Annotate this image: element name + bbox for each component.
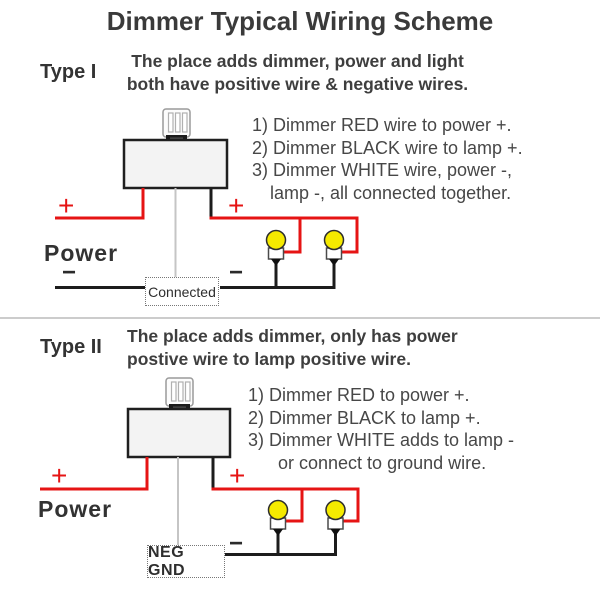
type2-step-3-cont: or connect to ground wire. [278,452,487,473]
type1-minus-lamp: − [229,259,244,286]
knob-slot-icon [184,381,191,402]
type1-power-label: Power [44,240,119,266]
type2-neg-gnd-box: NEG GND [147,543,225,579]
lamp1-tip-icon [273,529,283,536]
lamp1-bulb-icon [265,229,287,251]
type2-power-label: Power [38,496,113,522]
type2-steps: 1) Dimmer RED to power +. 2) Dimmer BLAC… [248,384,514,474]
type2-description-line2: postive wire to lamp positive wire. [127,348,411,369]
type2-red-lamp-bus [211,487,360,523]
knob-slot-icon [170,381,177,402]
type2-heading: Type II [40,336,102,358]
type1-minus-power: − [62,259,77,286]
type1-step-3-cont: lamp -, all connected together. [270,182,512,203]
type2-description-line1: The place adds dimmer, only has power [127,326,458,346]
type1-description-line2: both have positive wire & negative wires… [126,73,469,94]
type1-step-1: 1) Dimmer RED wire to power +. [252,115,512,135]
lamp2-tip-icon [329,259,339,266]
type1-plus-power: + [58,190,75,221]
type2-description: The place adds dimmer, only has power po… [127,325,507,370]
dimmer-box [126,407,232,459]
page-title: Dimmer Typical Wiring Scheme [106,6,494,36]
type1-red-lamp1-drop [284,218,302,254]
type1-steps: 1) Dimmer RED wire to power +. 2) Dimmer… [252,114,523,204]
type2-diagram [40,377,360,556]
type2-red-lamp1-drop [286,489,304,523]
type2-red-power-wire [40,457,149,491]
type2-plus-lamp: + [229,460,246,491]
type2-minus-lamp: − [229,530,244,557]
knob-slot-icon [177,381,184,402]
lamp2-tip-icon [330,529,341,536]
type2-step-3: 3) Dimmer WHITE adds to lamp - [248,430,515,450]
type1-diagram [55,108,359,289]
knob-slot-icon [181,112,188,133]
type1-step-3: 3) Dimmer WHITE wire, power -, [252,160,513,180]
section-divider [0,317,600,319]
type1-plus-lamp: + [228,190,245,221]
type1-red-power-wire [55,188,145,220]
lamp2-bulb-icon [323,229,345,251]
type2-neg-gnd-label: NEG GND [148,543,186,579]
type1-red-lamp-bus [209,216,359,254]
type2-step-2: 2) Dimmer BLACK to lamp +. [248,407,481,428]
type1-heading: Type I [40,61,97,83]
lamp2-bulb-icon [325,499,346,521]
type1-description-line1: The place adds dimmer, power and light [131,51,464,71]
type1-connected-box: Connected [145,277,219,306]
type1-step-2: 2) Dimmer BLACK wire to lamp +. [252,137,523,158]
knob-slot-icon [167,112,174,133]
lamp1-bulb-icon [267,499,289,521]
lamp1-tip-icon [271,259,281,266]
type1-description: The place adds dimmer, power and light b… [100,50,495,95]
type2-step-1: 1) Dimmer RED to power +. [248,385,470,405]
knob-slot-icon [174,112,181,133]
type2-plus-power: + [51,460,68,491]
type1-connected-label: Connected [148,283,216,300]
dimmer-box [122,138,229,190]
